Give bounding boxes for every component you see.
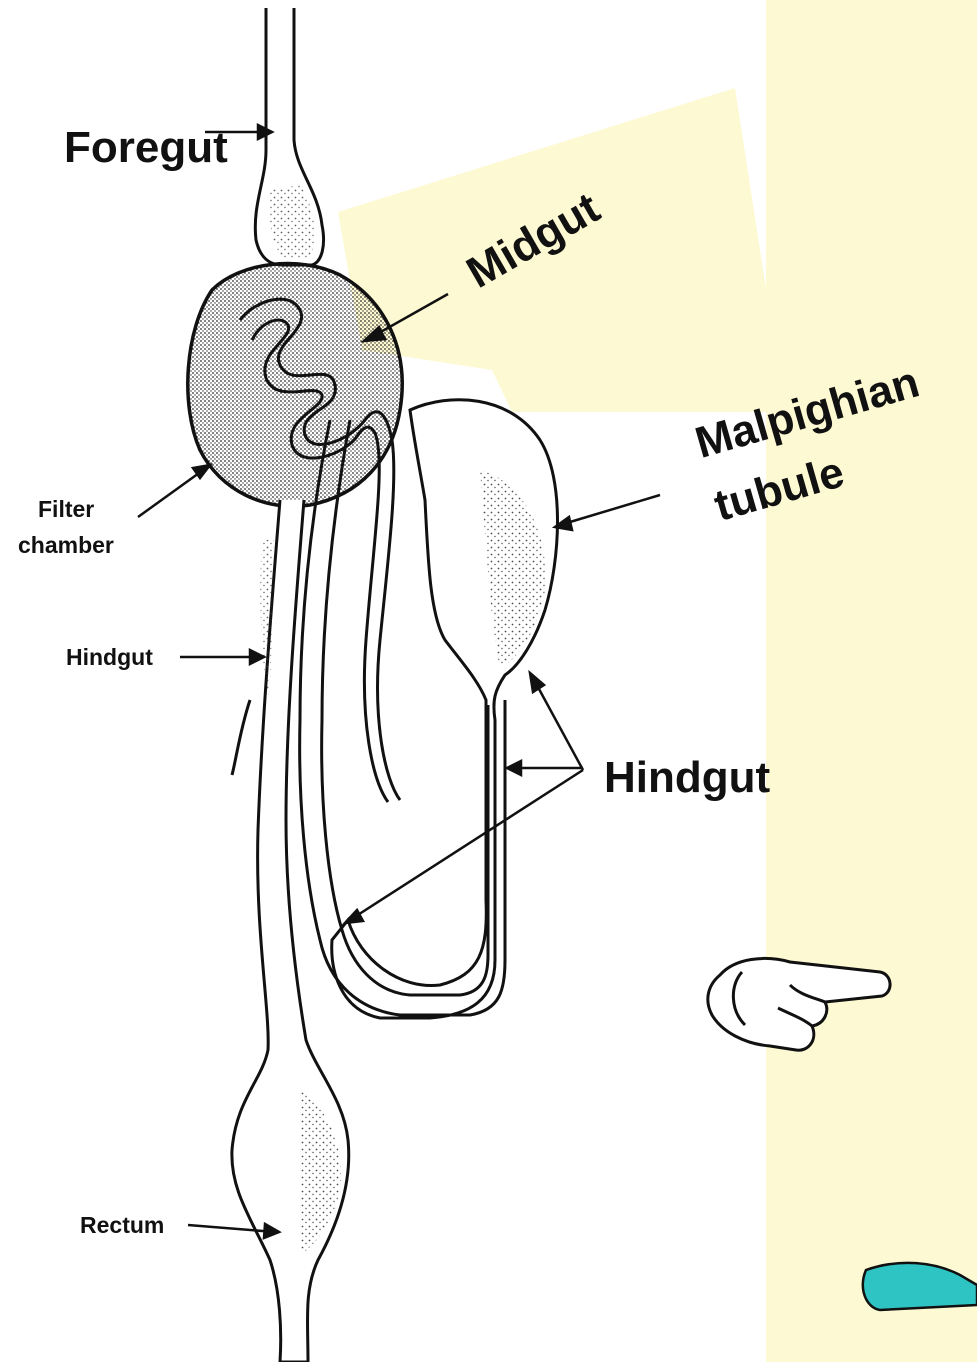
arrowhead-hindgut-2 xyxy=(507,761,521,775)
label-hindgut-small: Hindgut xyxy=(66,644,153,670)
arrow-malpighian xyxy=(560,495,660,525)
rectum-tube xyxy=(232,500,349,1362)
arrow-filter xyxy=(138,468,206,517)
label-filter-line2: chamber xyxy=(18,532,114,558)
label-rectum: Rectum xyxy=(80,1212,164,1238)
filter-chamber xyxy=(188,264,402,507)
arrowhead-hindgut-small xyxy=(250,650,264,664)
arrowhead-hindgut-1 xyxy=(530,673,544,692)
yellow-strip-lower xyxy=(835,1075,977,1195)
arrow-hindgut-1 xyxy=(533,678,583,770)
arrow-hindgut-3 xyxy=(350,770,583,920)
label-filter-line1: Filter xyxy=(38,496,94,522)
label-foregut: Foregut xyxy=(64,126,228,170)
label-hindgut-big: Hindgut xyxy=(604,756,770,800)
